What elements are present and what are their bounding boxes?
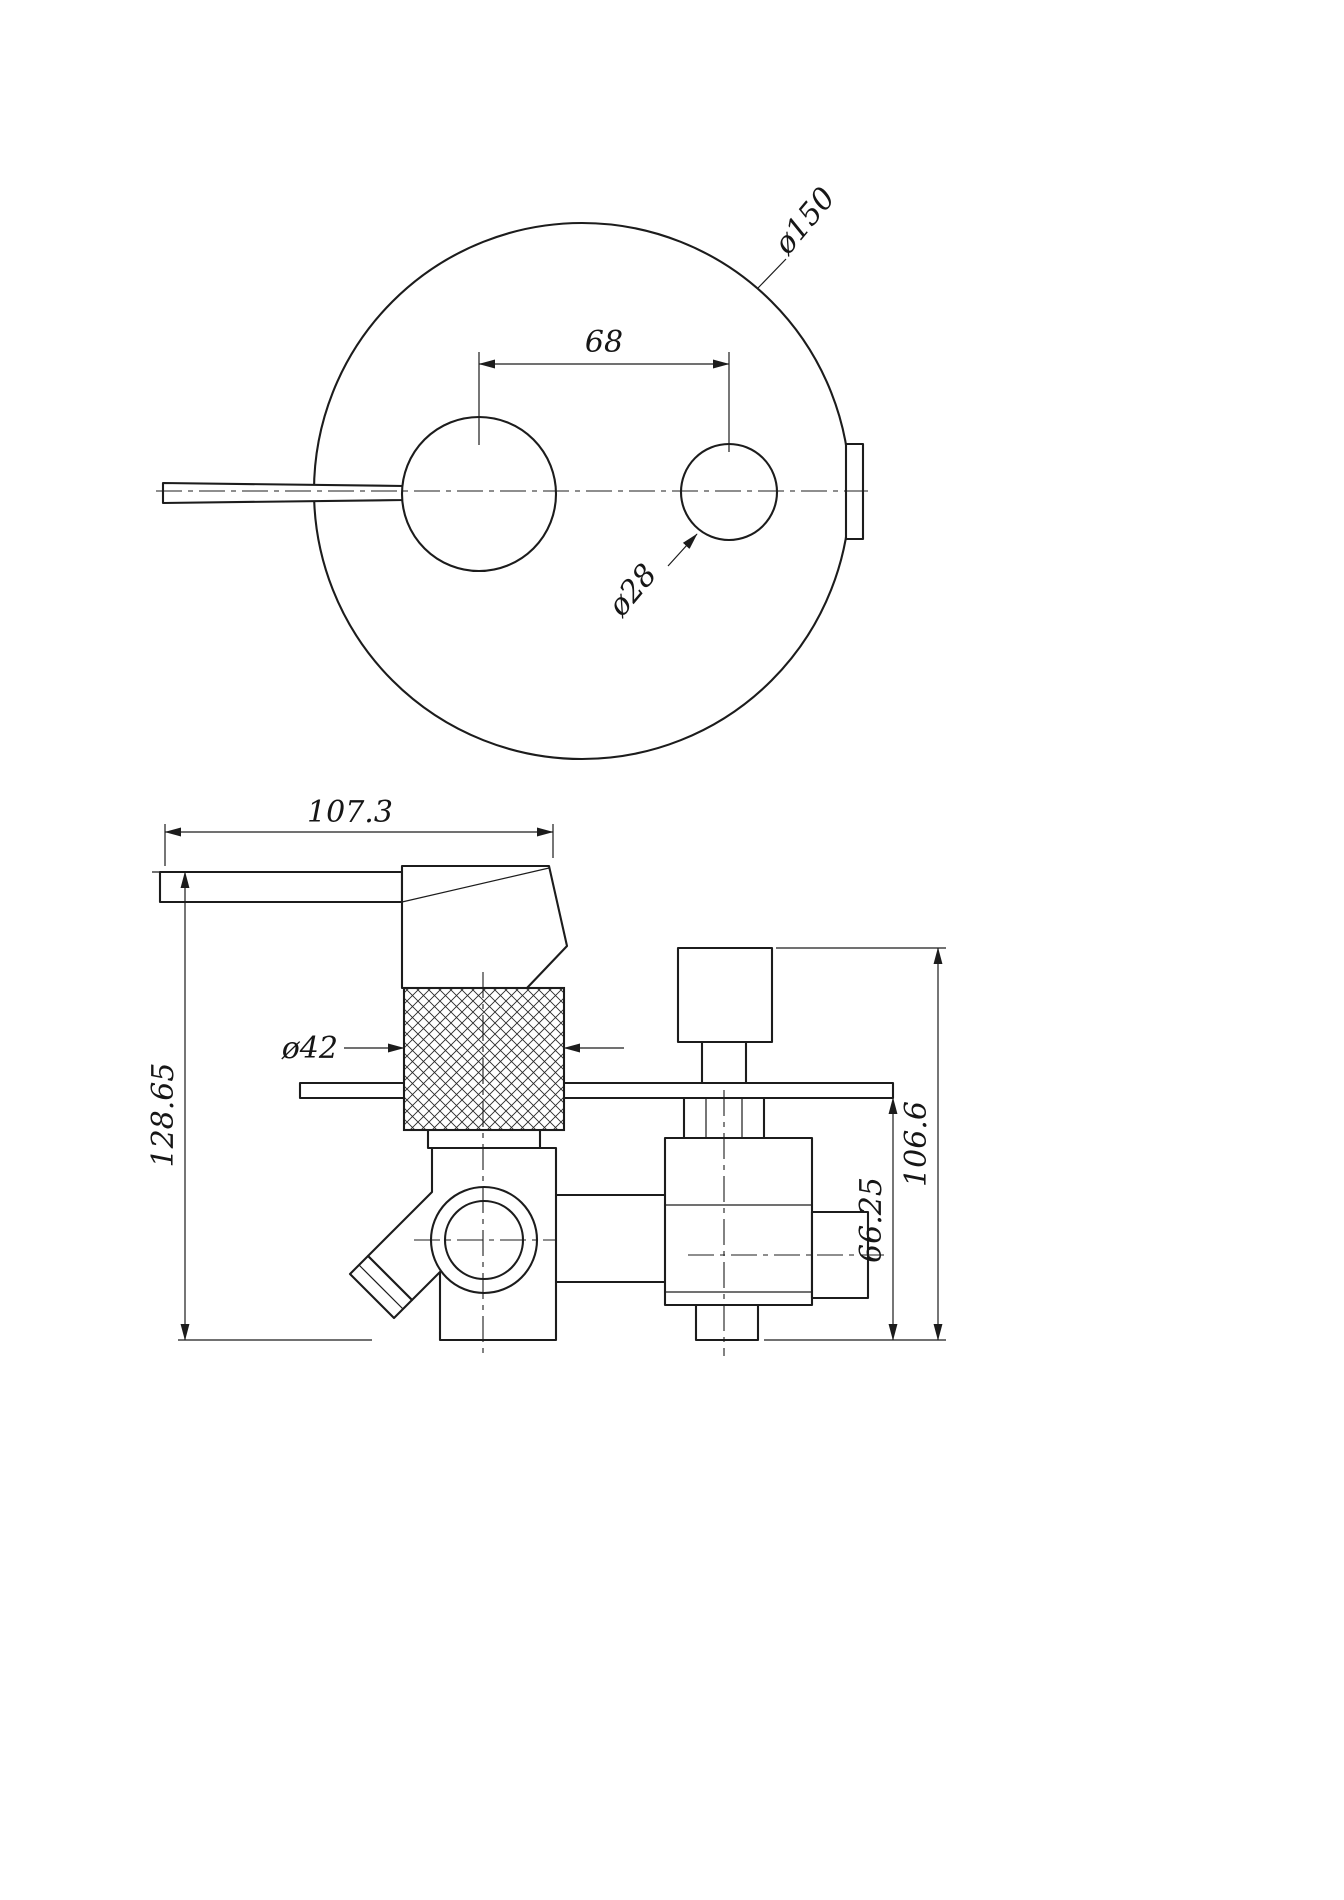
dimension-knurl-diameter: ø42 bbox=[281, 1031, 624, 1066]
handle-socket-line bbox=[401, 867, 550, 903]
collar-neck bbox=[426, 1128, 542, 1150]
extension-lines bbox=[164, 824, 554, 866]
dimension-hole-spacing: 68 bbox=[478, 325, 730, 452]
dimension-handle-width: 107.3 bbox=[164, 795, 554, 866]
extension-lines bbox=[152, 871, 372, 1341]
diverter-body-lines bbox=[665, 1204, 812, 1293]
diverter-button-circle bbox=[679, 442, 779, 542]
dim-label-66-25: 66.25 bbox=[854, 1177, 889, 1263]
leader-line bbox=[757, 258, 787, 289]
dimension-overall-height: 128.65 bbox=[146, 871, 372, 1341]
diverter-knob bbox=[676, 946, 774, 1044]
dimension-body-depth: 66.25 bbox=[764, 1097, 902, 1341]
hex-facet-lines bbox=[705, 1098, 743, 1138]
bottom-outlet-port bbox=[694, 1303, 760, 1342]
label-plate-diameter: ø150 bbox=[757, 181, 843, 289]
diverter-body bbox=[663, 1136, 814, 1307]
crossover-passage bbox=[554, 1193, 667, 1284]
left-port-thread-line bbox=[358, 1264, 404, 1310]
handle-body bbox=[400, 864, 569, 990]
dim-label-107-3: 107.3 bbox=[307, 795, 393, 830]
lever-handle-side bbox=[158, 870, 404, 904]
dim-label-68: 68 bbox=[585, 325, 623, 360]
dim-label-150: ø150 bbox=[767, 181, 843, 262]
leader-arrow bbox=[667, 533, 698, 567]
dim-label-106-6: 106.6 bbox=[899, 1101, 934, 1187]
diverter-stem bbox=[700, 1040, 748, 1085]
side-view: 107.3 128.65 ø42 66.25 bbox=[146, 795, 946, 1356]
wall-plate-right bbox=[562, 1081, 895, 1100]
dim-label-128-65: 128.65 bbox=[146, 1063, 181, 1168]
wall-plate-left bbox=[298, 1081, 406, 1100]
knurled-collar bbox=[402, 986, 566, 1132]
dimension-trim-height: 106.6 bbox=[776, 947, 946, 1341]
top-view: 68 ø150 ø28 bbox=[156, 181, 868, 761]
lever-handle-plan bbox=[161, 481, 406, 505]
dim-label-42: ø42 bbox=[281, 1031, 338, 1066]
